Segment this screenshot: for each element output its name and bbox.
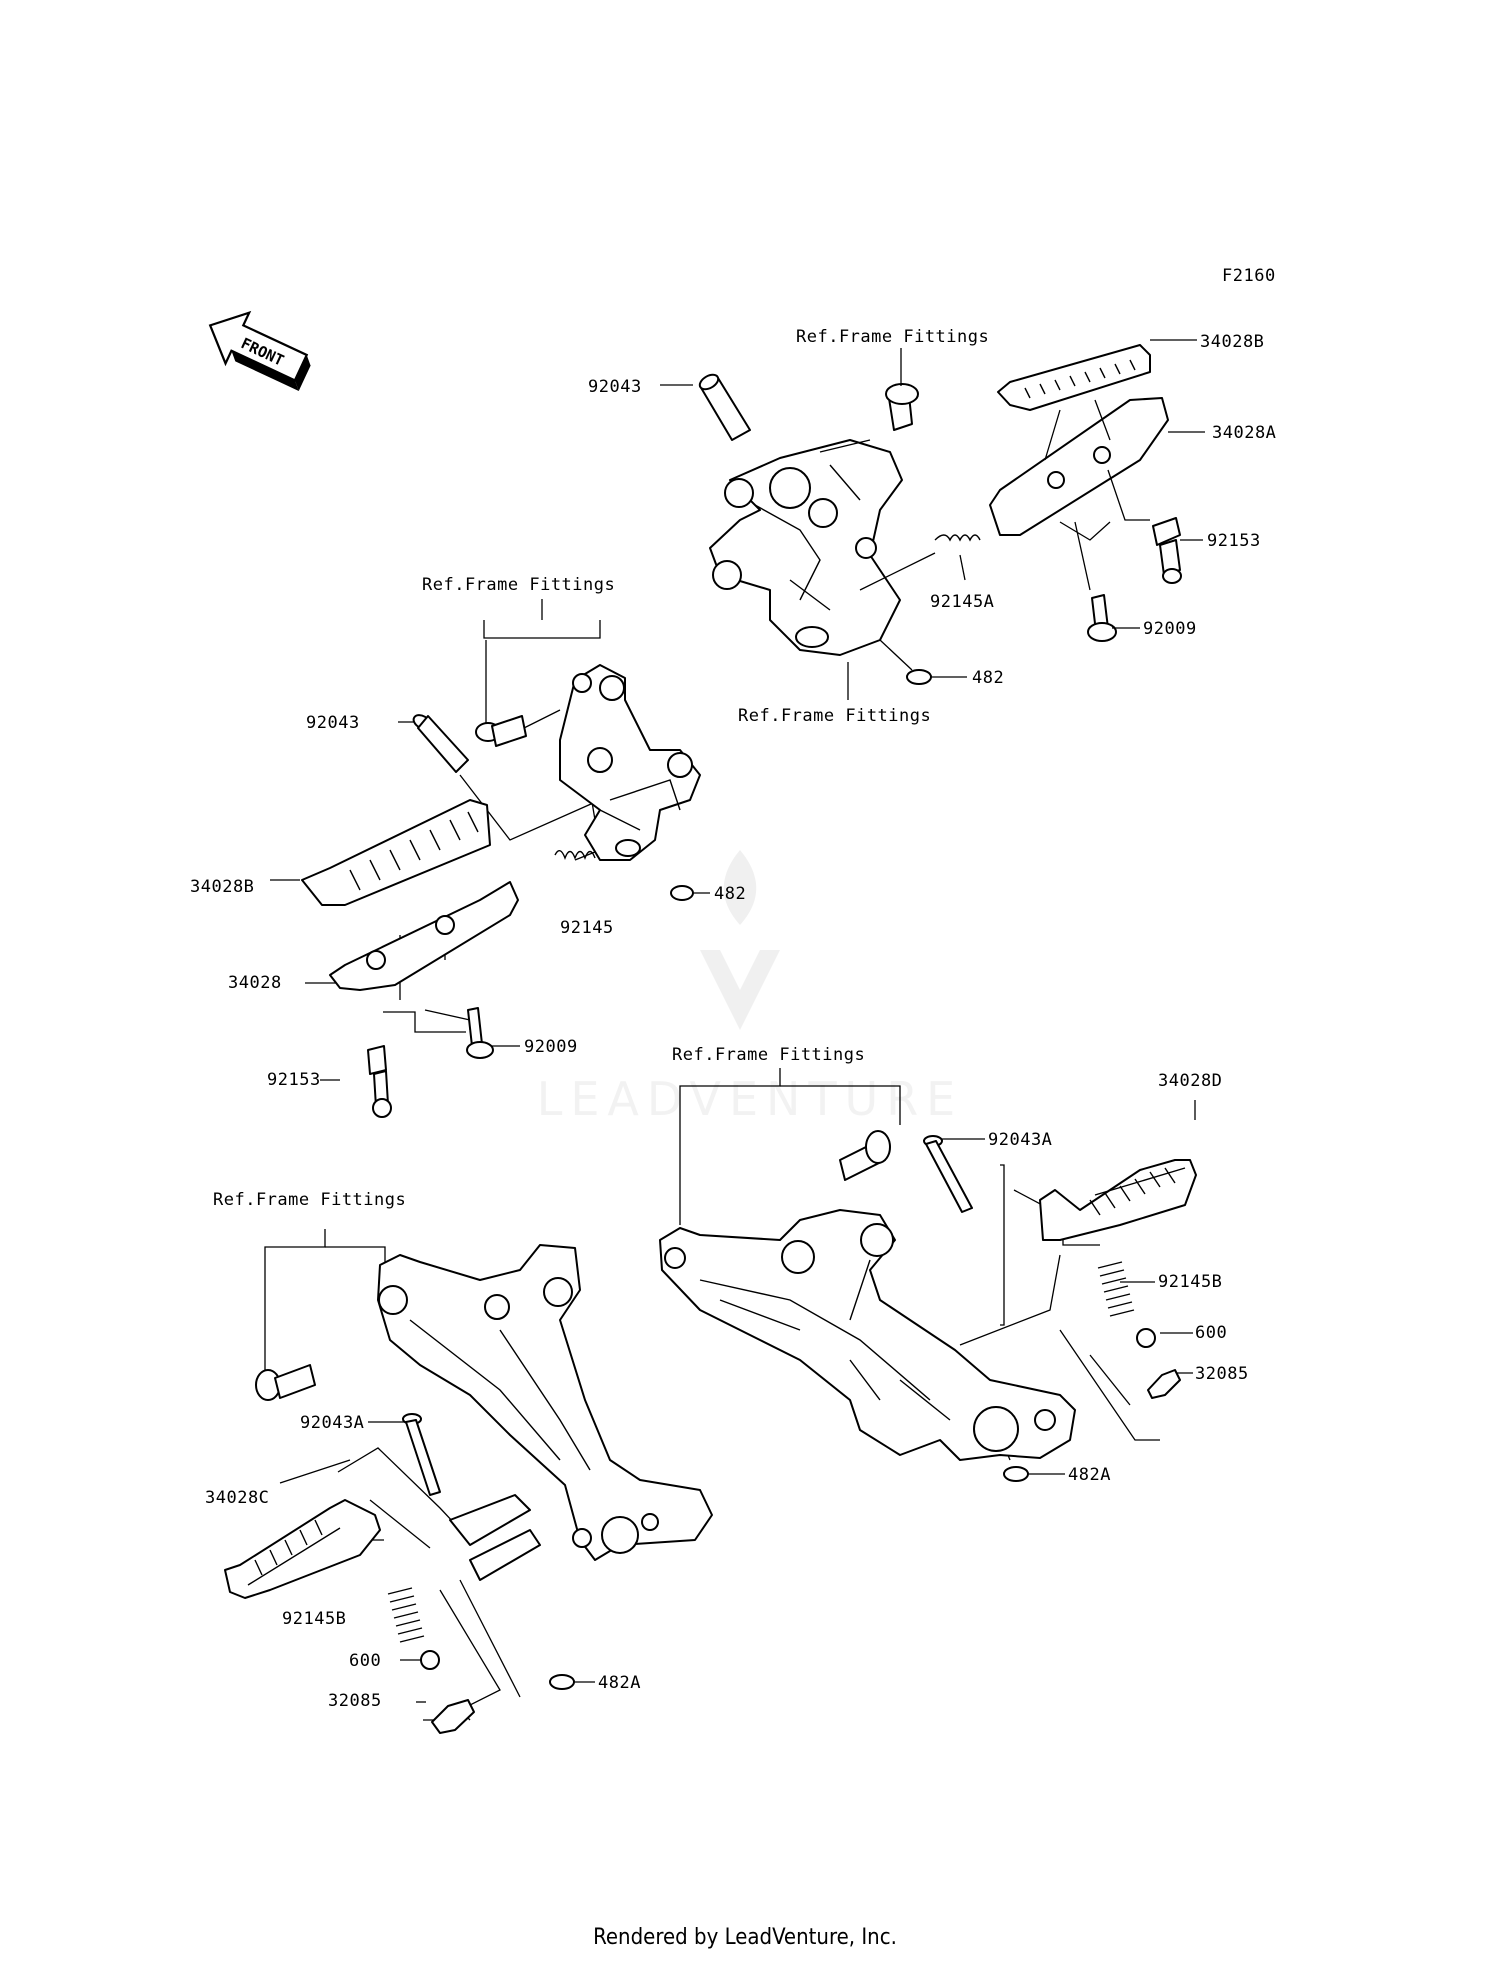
- spring-92145B-rf: [1097, 1261, 1135, 1317]
- label-92009-rr: 92009: [1143, 619, 1197, 639]
- footpeg-34028D: [1039, 1159, 1197, 1241]
- bolt-92009-rr: [1087, 594, 1117, 642]
- pin-92043A-rf: [923, 1135, 973, 1213]
- watermark-logo: LEADVENTURE: [537, 850, 964, 1126]
- rear-left-bracket: [559, 664, 701, 861]
- label-ref-frame-lr: Ref.Frame Fittings: [422, 575, 615, 595]
- footpeg-rubber-34028B-lr: [301, 799, 491, 906]
- rear-right-bracket: [709, 439, 903, 656]
- footpeg-rubber-34028B-rr: [997, 344, 1151, 411]
- label-92153-lr: 92153: [267, 1070, 321, 1090]
- ball-600-rf: [1136, 1328, 1156, 1348]
- label-34028D: 34028D: [1158, 1071, 1222, 1091]
- washer-482-rr: [906, 669, 932, 685]
- label-92145B-rf: 92145B: [1158, 1272, 1222, 1292]
- footpeg-34028C: [224, 1499, 381, 1599]
- ball-600-lf: [420, 1650, 440, 1670]
- label-92153-rr: 92153: [1207, 531, 1261, 551]
- detent-32085-rf: [1147, 1369, 1181, 1399]
- label-ref-frame-rr-upper: Ref.Frame Fittings: [796, 327, 989, 347]
- label-92043-rr: 92043: [588, 377, 642, 397]
- label-92043A-rf: 92043A: [988, 1130, 1052, 1150]
- front-left-bracket: [377, 1244, 713, 1561]
- label-482-rr: 482: [972, 668, 1004, 688]
- label-34028A: 34028A: [1212, 423, 1276, 443]
- label-600-rf: 600: [1195, 1323, 1227, 1343]
- label-32085-rf: 32085: [1195, 1364, 1249, 1384]
- label-34028B-rr: 34028B: [1200, 332, 1264, 352]
- pin-92043-rr: [698, 373, 751, 441]
- label-92043-lr: 92043: [306, 713, 360, 733]
- label-92145A: 92145A: [930, 592, 994, 612]
- bolt-92009-lr: [466, 1007, 494, 1059]
- detent-32085-lf: [431, 1699, 475, 1734]
- washer-482-lr: [670, 885, 694, 901]
- washer-482A-rf: [1003, 1466, 1029, 1482]
- washer-482A-lf: [549, 1674, 575, 1690]
- front-right-footpeg-assembly: [659, 1068, 1197, 1482]
- pin-92043A-lf: [402, 1413, 441, 1496]
- label-34028B-lr: 34028B: [190, 877, 254, 897]
- label-92145B-lf: 92145B: [282, 1609, 346, 1629]
- label-ref-frame-rr-lower: Ref.Frame Fittings: [738, 706, 931, 726]
- label-ref-frame-lf: Ref.Frame Fittings: [213, 1190, 406, 1210]
- footpeg-34028: [329, 881, 519, 991]
- rear-left-footpeg-assembly: [270, 599, 710, 1118]
- bolt-ref-frame-rr: [885, 383, 919, 431]
- front-left-footpeg-assembly: [224, 1229, 713, 1734]
- step-mount-plate-lf: [449, 1494, 541, 1581]
- label-482A-lf: 482A: [598, 1673, 641, 1693]
- bolt-ref-frame-rf: [839, 1130, 891, 1181]
- rear-right-footpeg-assembly: [660, 339, 1205, 700]
- pin-92043-lr: [412, 714, 469, 773]
- footer-credit: Rendered by LeadVenture, Inc.: [593, 1925, 897, 1950]
- label-92145: 92145: [560, 918, 614, 938]
- spring-92145B-lf: [387, 1587, 425, 1643]
- label-34028C: 34028C: [205, 1488, 269, 1508]
- front-arrow-icon: FRONT: [208, 310, 311, 391]
- bolt-92153-rr: [1152, 517, 1182, 584]
- label-92043A-lf: 92043A: [300, 1413, 364, 1433]
- front-right-bracket: [659, 1209, 1076, 1461]
- label-482-lr: 482: [714, 884, 746, 904]
- bolt-ref-frame-lf: [255, 1364, 316, 1401]
- label-34028: 34028: [228, 973, 282, 993]
- label-600-lf: 600: [349, 1651, 381, 1671]
- footpeg-34028A: [989, 397, 1169, 536]
- label-92009-lr: 92009: [524, 1037, 578, 1057]
- label-ref-frame-rf: Ref.Frame Fittings: [672, 1045, 865, 1065]
- label-482A-rf: 482A: [1068, 1465, 1111, 1485]
- spring-92145A: [934, 534, 981, 542]
- bolt-92153-lr: [367, 1045, 392, 1118]
- watermark-text: LEADVENTURE: [537, 1072, 964, 1126]
- label-32085-lf: 32085: [328, 1691, 382, 1711]
- diagram-code: F2160: [1222, 266, 1276, 286]
- bolt-ref-frame-lr: [475, 715, 527, 747]
- spring-92145: [554, 850, 596, 860]
